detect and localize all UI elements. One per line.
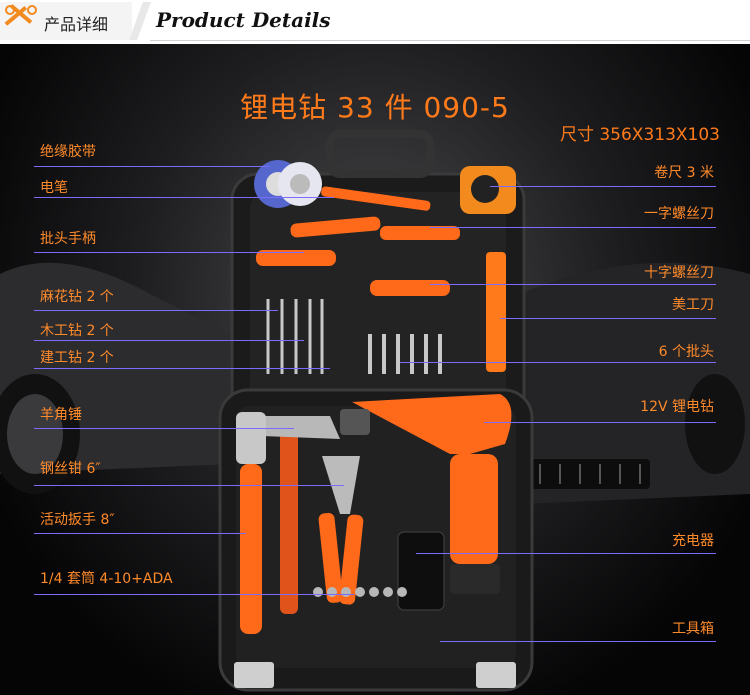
label-socket-set: 1/4 套筒 4-10+ADA (40, 571, 173, 587)
leader-flat-screwdriver (430, 227, 716, 228)
header-underline (150, 40, 750, 41)
leader-toolbox (440, 641, 716, 642)
leader-insulating-tape (34, 166, 270, 167)
label-wood-drill: 木工钻 2 个 (40, 323, 114, 339)
label-pliers: 钢丝钳 6″ (40, 461, 101, 477)
label-toolbox: 工具箱 (672, 621, 714, 637)
leader-masonry-drill (34, 368, 330, 369)
leader-adjustable-wrench (34, 533, 246, 534)
leader-wood-drill (34, 340, 304, 341)
header-title: Product Details (156, 8, 331, 32)
header-cn-label: 产品详细 (44, 15, 109, 34)
label-adjustable-wrench: 活动扳手 8″ (40, 512, 115, 528)
header-bar: 产品详细 Product Details (0, 0, 750, 44)
label-masonry-drill: 建工钻 2 个 (40, 350, 114, 366)
leader-utility-knife (500, 318, 716, 319)
label-insulating-tape: 绝缘胶带 (40, 144, 96, 160)
leader-drill (484, 422, 716, 423)
label-tape-measure: 卷尺 3 米 (654, 165, 714, 181)
product-size: 尺寸 356X313X103 (559, 125, 720, 145)
leader-twist-drill (34, 310, 278, 311)
product-photo-background (0, 44, 750, 695)
label-bits: 6 个批头 (658, 344, 714, 360)
tools-icon (4, 4, 37, 26)
leader-tape-measure (490, 186, 716, 187)
leader-socket-set (34, 594, 354, 595)
label-voltage-pen: 电笔 (40, 180, 68, 196)
label-utility-knife: 美工刀 (672, 297, 714, 313)
product-title: 锂电钻 33 件 090-5 (240, 91, 510, 124)
label-claw-hammer: 羊角锤 (40, 407, 82, 423)
leader-bit-handle (34, 252, 304, 253)
label-twist-drill: 麻花钻 2 个 (40, 289, 114, 305)
leader-phillips-screwdriver (430, 284, 716, 285)
leader-charger (416, 553, 716, 554)
label-flat-screwdriver: 一字螺丝刀 (644, 206, 714, 222)
label-drill: 12V 锂电钻 (640, 399, 714, 415)
header-stripe (132, 2, 152, 40)
leader-bits (400, 362, 716, 363)
label-bit-handle: 批头手柄 (40, 231, 96, 247)
label-charger: 充电器 (672, 533, 714, 549)
leader-voltage-pen (34, 197, 334, 198)
leader-pliers (34, 485, 344, 486)
label-phillips-screwdriver: 十字螺丝刀 (644, 265, 714, 281)
product-photo (0, 130, 750, 692)
header-badge: 产品详细 (0, 2, 132, 40)
leader-claw-hammer (34, 428, 294, 429)
